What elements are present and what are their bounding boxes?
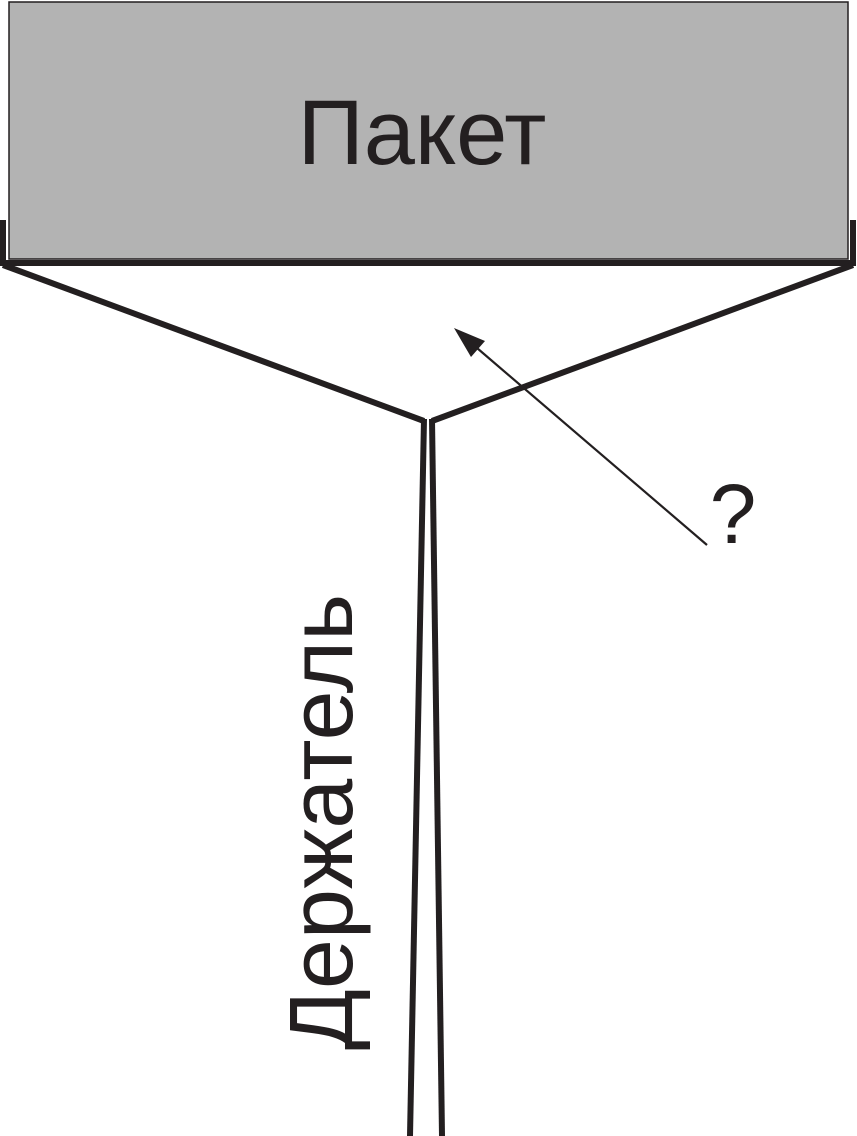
holder-stem-right-line	[429, 418, 445, 1136]
holder-right-arm	[430, 262, 855, 424]
support-bracket	[0, 220, 856, 266]
holder-stem-left-line	[407, 418, 427, 1136]
package-label: Пакет	[298, 82, 547, 184]
question-label: ?	[710, 467, 757, 561]
holder-label: Держатель	[272, 594, 372, 1050]
package-box	[8, 1, 849, 260]
holder-left-arm	[1, 262, 426, 424]
question-arrow-head	[454, 328, 485, 357]
question-arrow-line	[469, 341, 708, 546]
